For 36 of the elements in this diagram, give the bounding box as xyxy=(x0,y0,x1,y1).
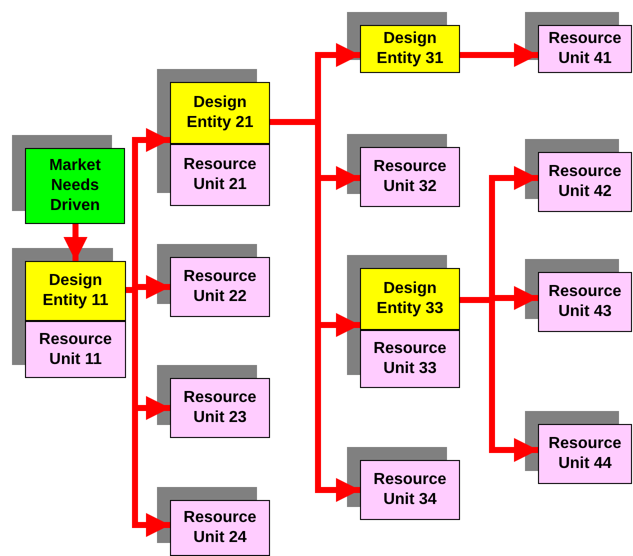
box-label: Design Entity 11 xyxy=(42,271,110,311)
box-label: Resource Unit 23 xyxy=(182,388,258,428)
entity-box xyxy=(360,460,460,520)
entity-box xyxy=(25,321,126,378)
box-label: Market Needs Driven xyxy=(48,156,102,216)
box-label: Resource Unit 41 xyxy=(548,29,622,69)
box-label: Resource Unit 42 xyxy=(548,162,622,202)
entity-box xyxy=(170,82,270,144)
entity-box xyxy=(25,261,126,321)
box-label: Design Entity 33 xyxy=(376,279,444,319)
entity-box xyxy=(538,25,632,73)
entity-box xyxy=(170,500,270,556)
entity-box xyxy=(538,424,632,484)
entity-box xyxy=(538,272,632,332)
entity-box xyxy=(360,268,460,330)
box-label: Resource Unit 11 xyxy=(38,330,113,370)
box-label: Design Entity 31 xyxy=(376,29,444,69)
arrow xyxy=(64,224,88,261)
box-label: Resource Unit 21 xyxy=(182,155,258,195)
entity-box xyxy=(170,144,270,206)
entity-box xyxy=(25,148,125,224)
box-label: Resource Unit 43 xyxy=(548,282,622,322)
box-label: Resource Unit 44 xyxy=(548,434,622,474)
box-label: Design Entity 21 xyxy=(186,93,254,133)
box-label: Resource Unit 33 xyxy=(372,339,448,379)
entity-box xyxy=(360,25,460,73)
box-label: Resource Unit 22 xyxy=(182,267,258,307)
box-label: Resource Unit 24 xyxy=(182,508,258,548)
entity-box xyxy=(360,147,460,207)
entity-box xyxy=(538,152,632,212)
arrow xyxy=(460,43,538,67)
box-label: Resource Unit 34 xyxy=(372,470,448,510)
box-label: Resource Unit 32 xyxy=(372,157,448,197)
entity-box xyxy=(170,378,270,438)
entity-box xyxy=(360,330,460,388)
entity-box xyxy=(170,257,270,317)
